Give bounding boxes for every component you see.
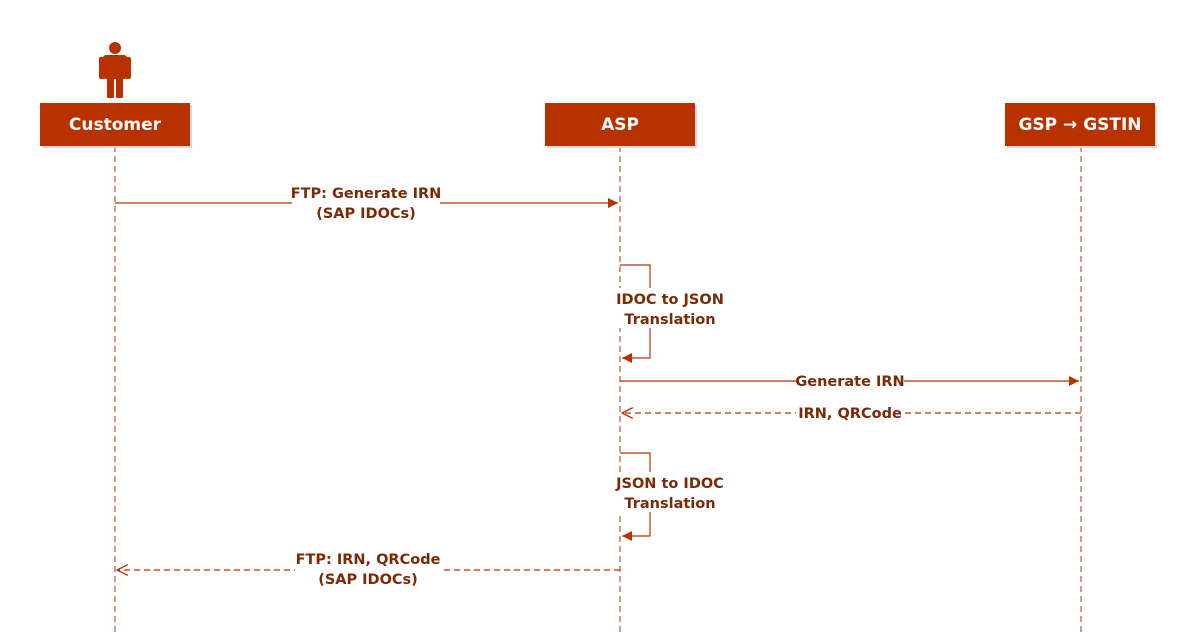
- message-generate-irn-label: Generate IRN: [795, 374, 904, 390]
- participant-asp: ASP: [545, 103, 697, 148]
- participant-customer-label: Customer: [69, 115, 162, 135]
- participant-customer: Customer: [40, 103, 192, 148]
- person-icon: [99, 42, 131, 98]
- message-ftp-irn-qrcode-return: FTP: IRN, QRCode (SAP IDOCs): [117, 548, 620, 588]
- message-idoc-to-json-line1: IDOC to JSON: [616, 292, 724, 308]
- participant-asp-label: ASP: [601, 115, 639, 135]
- message-idoc-to-json-line2: Translation: [624, 312, 715, 328]
- message-irn-qrcode-return: IRN, QRCode: [622, 404, 1081, 422]
- message-generate-irn: Generate IRN: [620, 372, 1079, 390]
- message-ftp-generate-irn-line2: (SAP IDOCs): [316, 206, 416, 222]
- message-ftp-irn-qrcode-line1: FTP: IRN, QRCode: [296, 552, 441, 568]
- message-idoc-to-json: IDOC to JSON Translation: [612, 264, 728, 363]
- message-irn-qrcode-label: IRN, QRCode: [798, 406, 902, 422]
- participant-gsp-label: GSP → GSTIN: [1018, 115, 1141, 135]
- message-ftp-irn-qrcode-line2: (SAP IDOCs): [318, 572, 418, 588]
- participant-gsp: GSP → GSTIN: [1005, 103, 1157, 148]
- message-ftp-generate-irn-line1: FTP: Generate IRN: [291, 186, 442, 202]
- message-json-to-idoc: JSON to IDOC Translation: [612, 452, 728, 541]
- message-json-to-idoc-line1: JSON to IDOC: [615, 476, 724, 492]
- message-ftp-generate-irn: FTP: Generate IRN (SAP IDOCs): [115, 182, 618, 222]
- message-json-to-idoc-line2: Translation: [624, 496, 715, 512]
